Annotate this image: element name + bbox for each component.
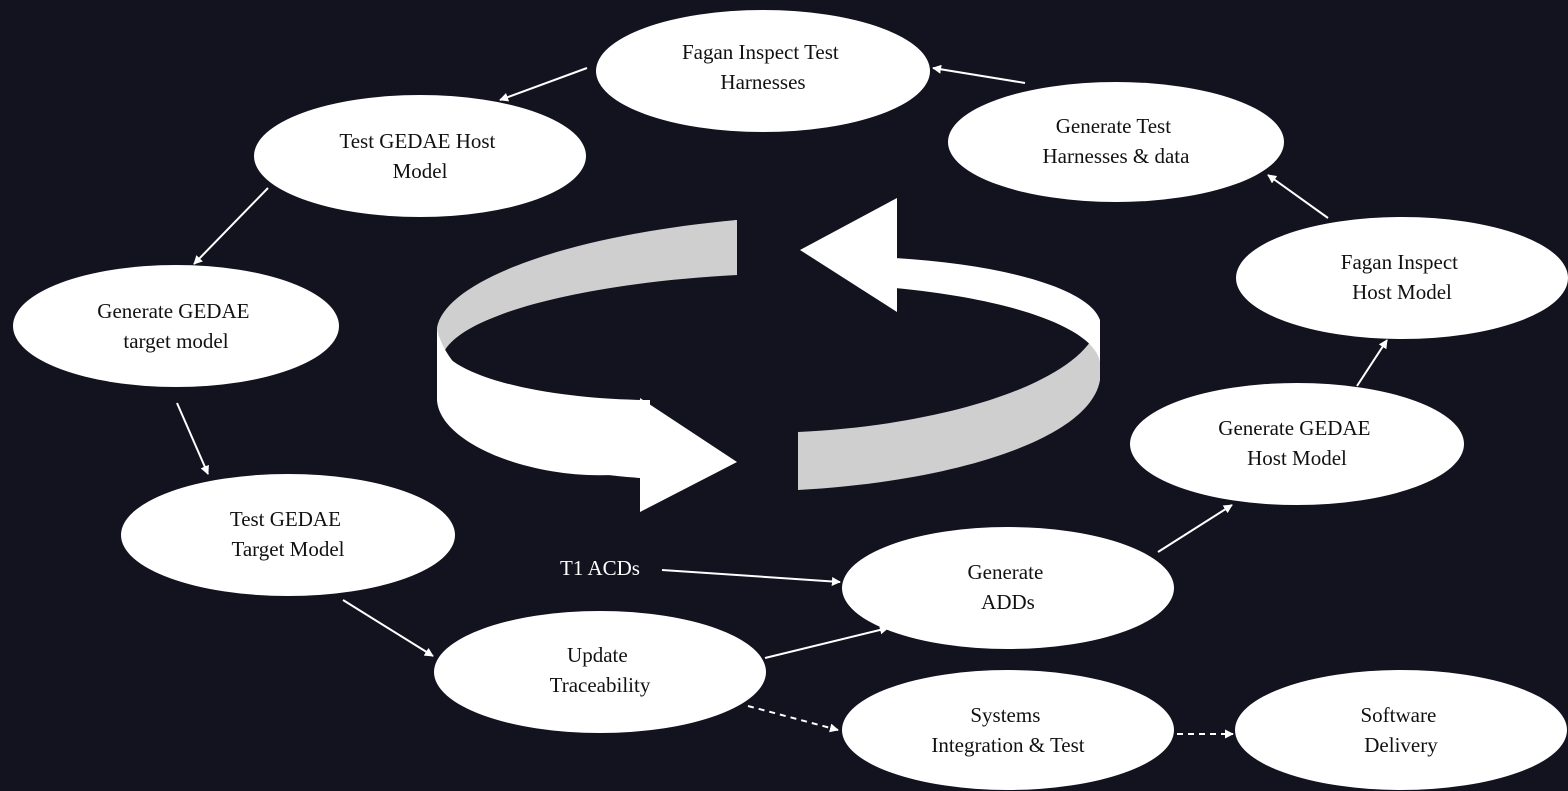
node-label-line-1: Test GEDAE bbox=[230, 507, 341, 531]
node-generate-gedae-host-model: Generate GEDAE Host Model bbox=[1130, 383, 1464, 505]
arrow-t1acds-to-adds bbox=[661, 569, 841, 586]
arrow-traceability-to-adds bbox=[764, 625, 889, 659]
node-fagan-inspect-host-model: Fagan Inspect Host Model bbox=[1236, 217, 1568, 339]
t1-acds-label: T1 ACDs bbox=[560, 556, 640, 580]
node-label-line-1: Software bbox=[1360, 703, 1436, 727]
svg-text:Fagan Inspect Host Model: Fagan Inspect Host Model bbox=[1341, 250, 1463, 304]
arrow-gen-target-to-test-target bbox=[176, 402, 209, 475]
arrow-traceability-to-systems bbox=[747, 705, 839, 733]
node-systems-integration-test: Systems Integration & Test bbox=[842, 670, 1174, 790]
cycle-band-front bbox=[437, 330, 640, 478]
svg-text:Generate Test Harnesses: Generate Test Harnesses & data bbox=[1043, 114, 1191, 168]
node-label-line-1: Systems bbox=[970, 703, 1040, 727]
svg-text:Update Traceability: Update Traceability bbox=[550, 643, 651, 697]
node-fagan-inspect-test-harnesses: Fagan Inspect Test Harnesses bbox=[596, 10, 930, 132]
cycle-band-back-right bbox=[895, 258, 1100, 362]
node-software-delivery: Software Delivery bbox=[1235, 670, 1567, 790]
node-label-line-1: Generate GEDAE bbox=[97, 299, 249, 323]
connectors bbox=[176, 64, 1388, 739]
node-label-line-1: Update bbox=[567, 643, 628, 667]
node-label-line-2: Host Model bbox=[1352, 280, 1452, 304]
svg-text:Systems Integration & Te: Systems Integration & Test bbox=[931, 703, 1084, 757]
node-label-line-2: Harnesses bbox=[720, 70, 805, 94]
cycle-band-top-left bbox=[437, 220, 737, 350]
cycle-arrowhead-left bbox=[800, 198, 897, 312]
node-label-line-2: Host Model bbox=[1247, 446, 1347, 470]
node-label-line-1: Generate Test bbox=[1056, 114, 1172, 138]
node-label-line-1: Generate GEDAE bbox=[1218, 416, 1370, 440]
svg-text:Generate GEDAE target mo: Generate GEDAE target model bbox=[97, 299, 254, 353]
arrow-test-host-to-gen-target bbox=[193, 187, 269, 265]
node-label-line-2: Delivery bbox=[1364, 733, 1438, 757]
node-test-gedae-target-model: Test GEDAE Target Model bbox=[121, 474, 455, 596]
node-label-line-2: target model bbox=[123, 329, 228, 353]
arrow-generate-harness-to-fagan-test bbox=[932, 64, 1026, 84]
svg-text:Generate GEDAE Host Mode: Generate GEDAE Host Model bbox=[1218, 416, 1375, 470]
svg-text:Test GEDAE Host Model: Test GEDAE Host Model bbox=[339, 129, 500, 183]
node-label-line-2: Target Model bbox=[231, 537, 344, 561]
node-label-line-2: ADDs bbox=[981, 590, 1035, 614]
node-label-line-1: Test GEDAE Host bbox=[339, 129, 495, 153]
node-update-traceability: Update Traceability bbox=[434, 611, 766, 733]
node-generate-gedae-target-model: Generate GEDAE target model bbox=[13, 265, 339, 387]
arrow-generate-host-to-fagan-host bbox=[1356, 339, 1388, 387]
cycle-band-bottom-right bbox=[798, 320, 1100, 490]
center-cycle-arrow-icon bbox=[437, 198, 1100, 512]
cycle-arrowhead-right bbox=[640, 398, 737, 512]
svg-text:Generate ADDs: Generate ADDs bbox=[967, 560, 1048, 614]
node-label-line-1: Fagan Inspect bbox=[1341, 250, 1458, 274]
node-label-line-1: Generate bbox=[967, 560, 1043, 584]
svg-text:Fagan Inspect Test Harne: Fagan Inspect Test Harnesses bbox=[682, 40, 844, 94]
node-label-line-1: Fagan Inspect Test bbox=[682, 40, 839, 64]
arrow-test-target-to-traceability bbox=[342, 599, 434, 657]
arrow-fagan-test-to-test-host bbox=[499, 67, 588, 102]
svg-text:Test GEDAE Target Model: Test GEDAE Target Model bbox=[230, 507, 346, 561]
arrow-fagan-host-to-generate-harness bbox=[1267, 174, 1329, 219]
node-generate-test-harnesses: Generate Test Harnesses & data bbox=[948, 82, 1284, 202]
node-generate-adds: Generate ADDs bbox=[842, 527, 1174, 649]
node-label-line-2: Model bbox=[393, 159, 448, 183]
node-label-line-2: Integration & Test bbox=[931, 733, 1084, 757]
node-label-line-2: Traceability bbox=[550, 673, 651, 697]
node-label-line-2: Harnesses & data bbox=[1043, 144, 1191, 168]
arrow-adds-to-generate-host bbox=[1157, 504, 1233, 553]
svg-text:Software Delivery: Software Delivery bbox=[1360, 703, 1441, 757]
node-test-gedae-host-model: Test GEDAE Host Model bbox=[254, 95, 586, 217]
